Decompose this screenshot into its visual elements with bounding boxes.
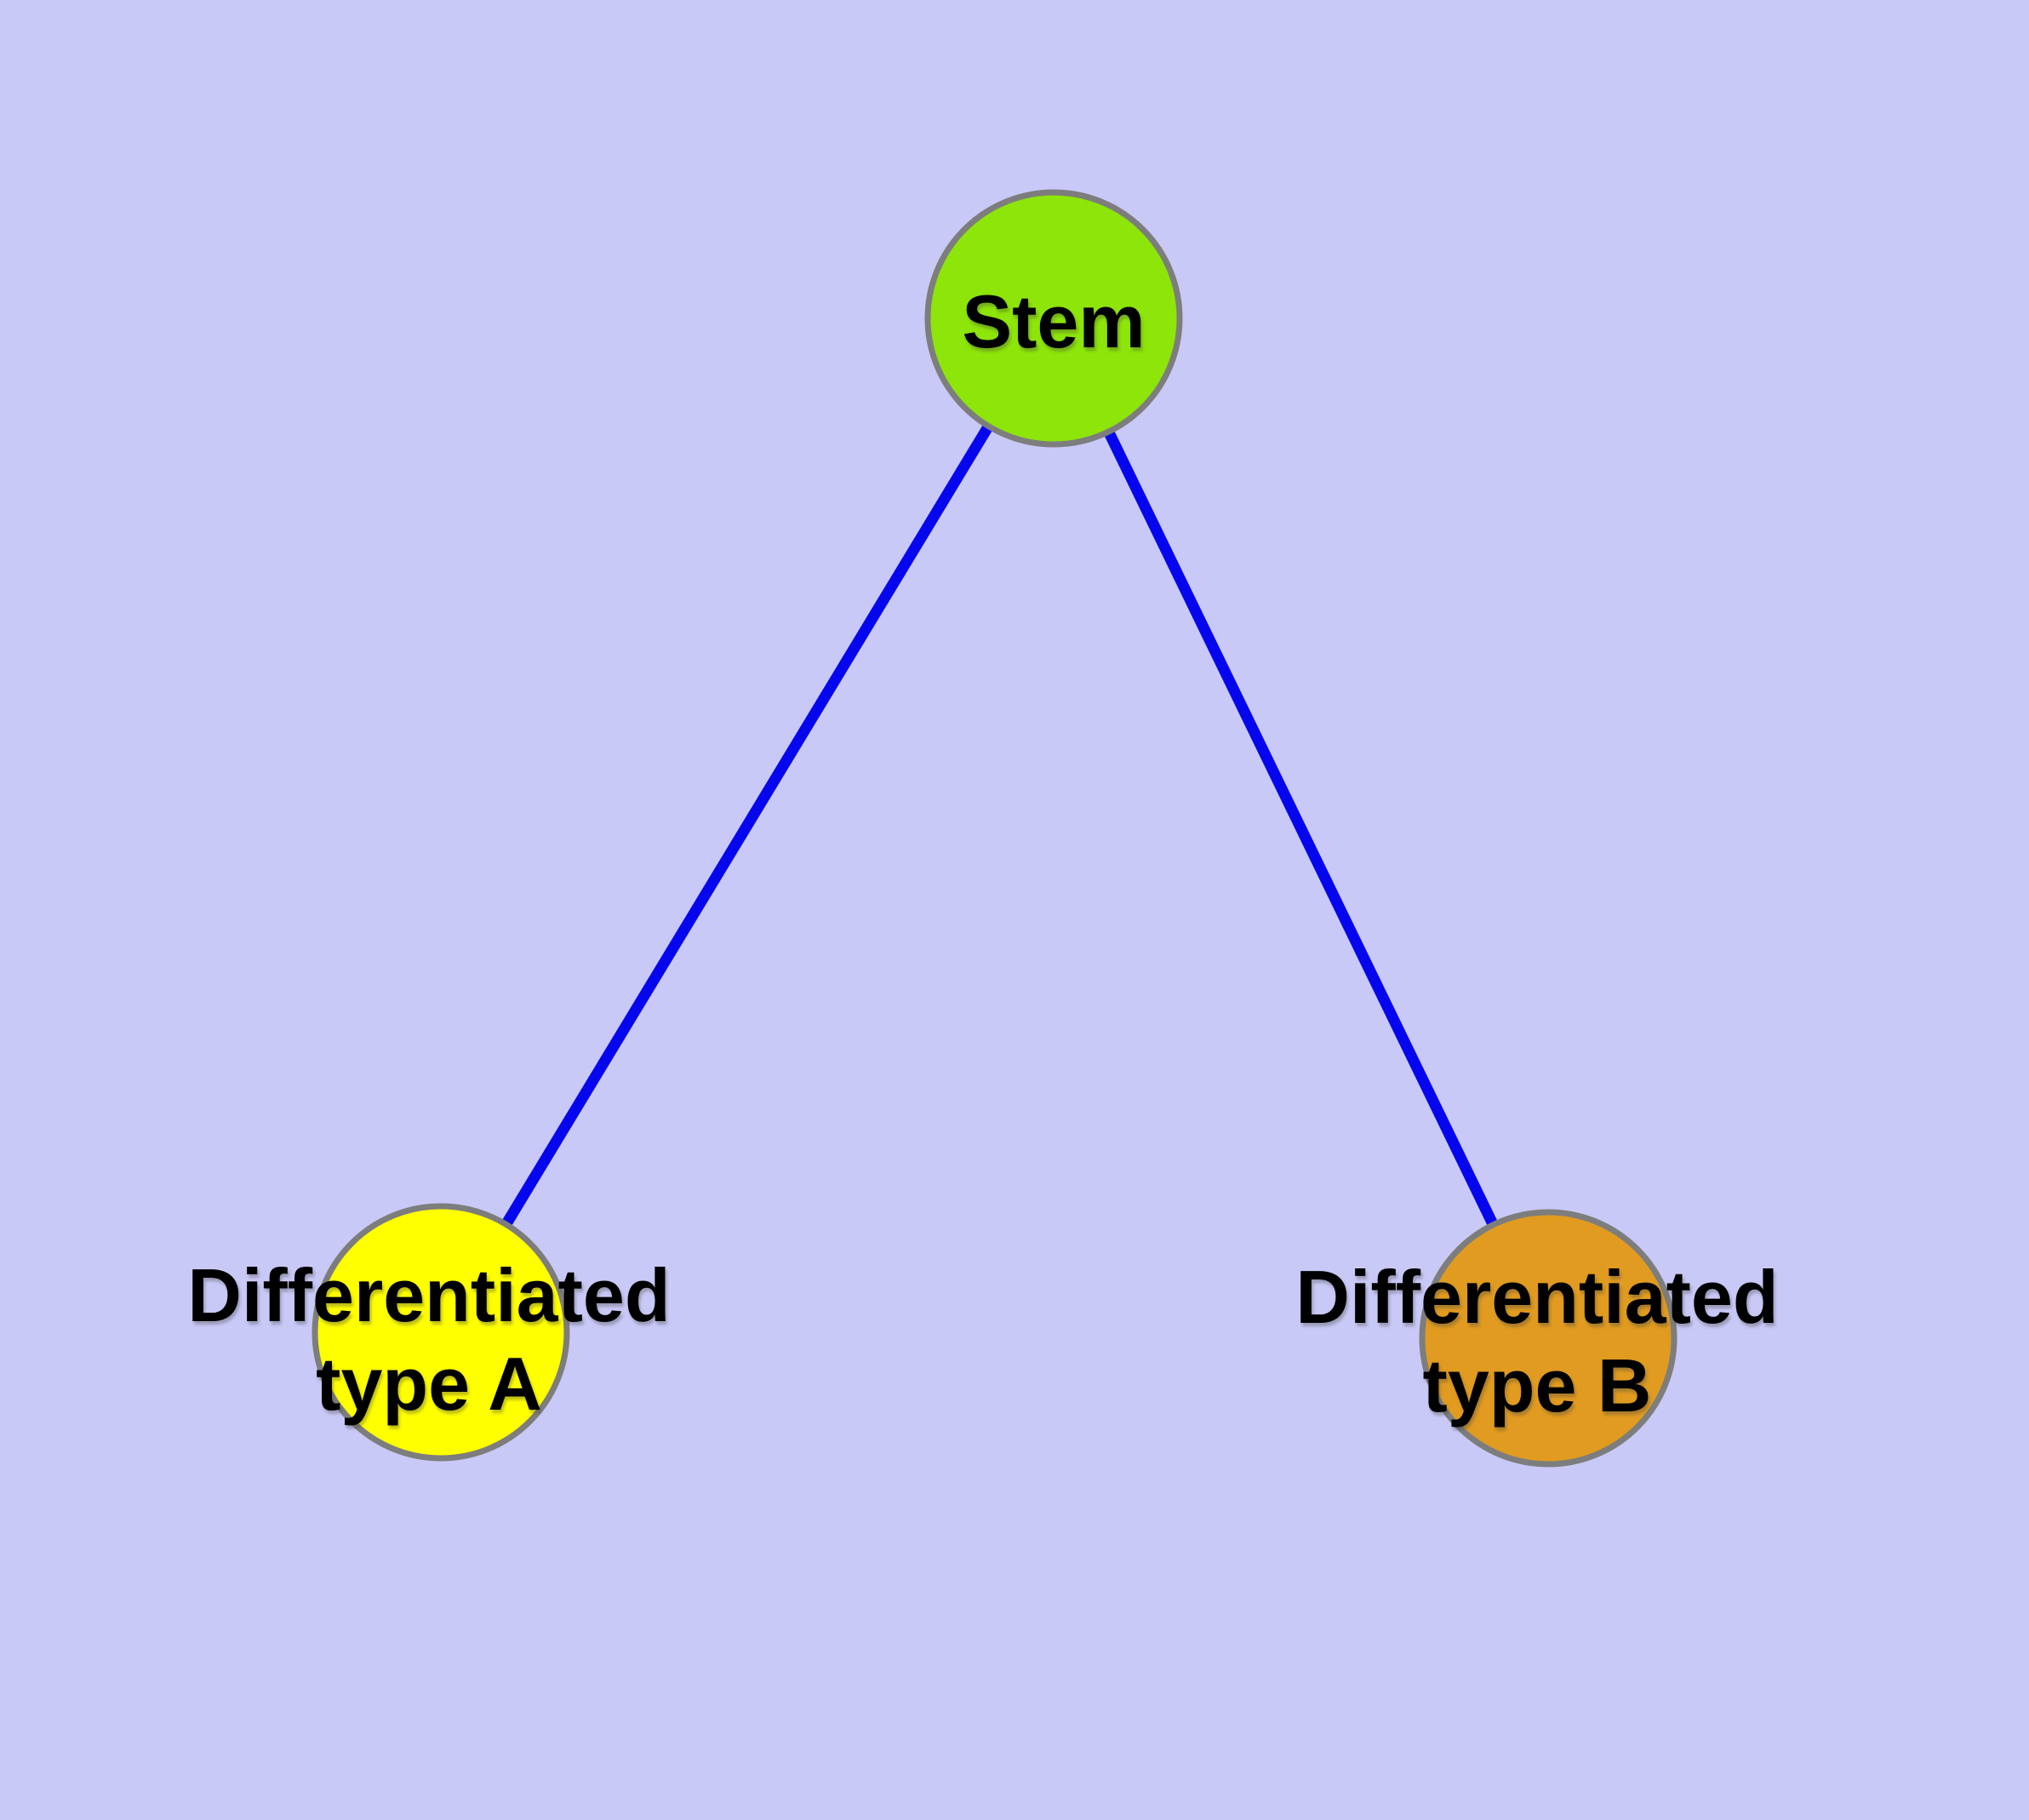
edge-stem-to-type-a (436, 315, 1059, 1336)
edge-stem-to-type-b (1049, 316, 1553, 1341)
node-type-b-circle (1419, 1209, 1677, 1468)
node-stem-circle (924, 189, 1183, 448)
node-type-a-circle (311, 1203, 570, 1462)
